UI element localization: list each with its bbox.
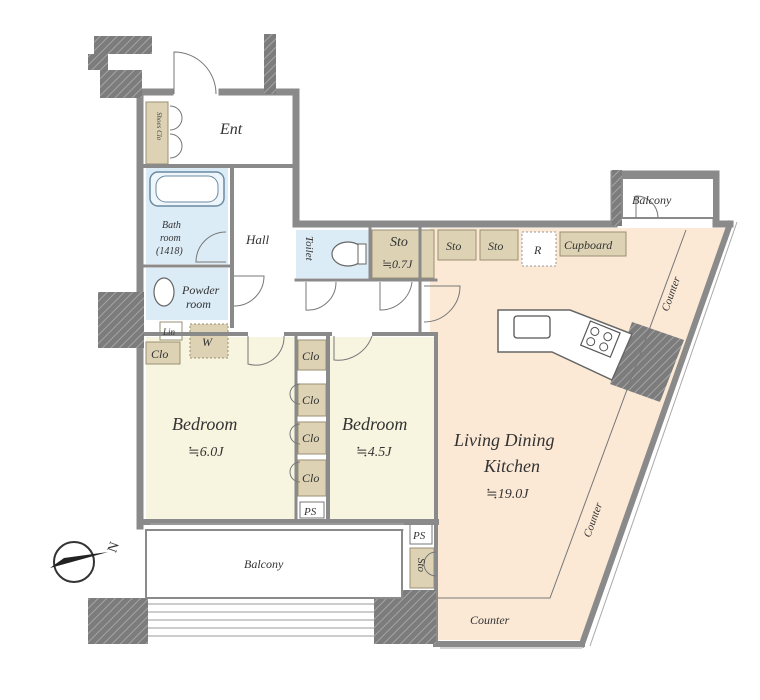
label-sto-lower: Sto: [415, 558, 427, 573]
label-clo-1: Clo: [302, 349, 319, 363]
door-clo-a: [289, 383, 301, 483]
door-small-balc: [635, 195, 659, 219]
cooktop: [579, 320, 621, 358]
label-bath-3: (1418): [156, 246, 183, 257]
column-west: [98, 292, 144, 348]
column-sw: [88, 598, 148, 644]
column-nw2: [88, 54, 108, 70]
label-toilet: Toilet: [303, 236, 315, 262]
door-powder: [233, 275, 265, 307]
label-bath-1: Bath: [162, 220, 181, 231]
label-bath-2: room: [160, 233, 181, 244]
columns: [88, 34, 684, 644]
doors: [169, 51, 659, 577]
ps-1-box: [299, 501, 325, 519]
clo-3-box: [297, 421, 327, 455]
door-entrance: [173, 51, 217, 95]
door-bath: [195, 231, 227, 263]
balcony-outline: [145, 529, 403, 599]
label-counter-bottom: Counter: [470, 613, 510, 627]
door-bed2: [333, 335, 373, 361]
label-washer: W: [202, 335, 213, 349]
compass: N: [50, 540, 123, 583]
label-bedroom2: Bedroom: [342, 414, 407, 434]
label-sto-a: Sto: [446, 239, 461, 253]
column-balc-small: [612, 170, 622, 226]
label-sto-b: Sto: [488, 239, 503, 253]
label-bedroom1: Bedroom: [172, 414, 237, 434]
label-hall: Hall: [245, 232, 270, 247]
label-entrance: Ent: [219, 121, 243, 138]
label-cupboard: Cupboard: [564, 238, 613, 252]
bedroom1-floor: [146, 337, 296, 519]
clo-1-box: [297, 339, 327, 371]
label-clo-2: Clo: [302, 393, 319, 407]
label-ps-2: PS: [412, 530, 426, 542]
washer-box: [189, 323, 229, 359]
label-fridge: R: [533, 243, 542, 257]
balcony-small-outline: [621, 177, 715, 219]
door-sto: [379, 281, 413, 311]
label-ldk-1: Living Dining: [453, 430, 555, 450]
powder-basin: [153, 277, 175, 307]
label-powder-1: Powder: [181, 283, 220, 297]
outer-wall-east: [578, 220, 734, 648]
label-linen: Lin: [162, 327, 176, 337]
label-ldk-2: Kitchen: [483, 456, 540, 476]
label-bedroom2-size: ≒4.5J: [356, 445, 392, 460]
door-toilet: [305, 281, 337, 311]
label-clo-small: Clo: [151, 347, 168, 361]
sto-b-box: [479, 229, 519, 261]
door-shoe: [169, 105, 183, 159]
fixtures: [149, 171, 687, 599]
fridge-box: [521, 231, 557, 267]
label-bedroom1-size: ≒6.0J: [188, 445, 224, 460]
storage-fills: [145, 101, 627, 589]
door-ldk: [423, 285, 461, 323]
label-balcony-main: Balcony: [244, 557, 284, 571]
clo-small-box: [145, 341, 181, 365]
counter-line: [438, 229, 687, 599]
label-sto-main: Sto: [390, 235, 408, 250]
label-ldk-size: ≒19.0J: [486, 487, 529, 502]
entrance-floor: [170, 96, 290, 166]
labels: Ent Shoes Clo Hall Bath room (1418) Powd…: [151, 112, 683, 627]
sto-a-box: [437, 229, 477, 261]
compass-north-label: N: [105, 540, 123, 555]
sto-main-box: [371, 229, 435, 279]
balcony: [145, 177, 715, 637]
label-shoe-closet: Shoes Clo: [155, 112, 163, 141]
label-clo-4: Clo: [302, 471, 319, 485]
bedroom2-floor: [330, 337, 434, 519]
label-sto-main-size: ≒0.7J: [382, 257, 413, 271]
kitchen-sink: [513, 315, 551, 339]
label-balcony-small: Balcony: [632, 193, 672, 207]
label-clo-3: Clo: [302, 431, 319, 445]
cupboard-box: [559, 231, 627, 257]
door-bed1: [247, 335, 285, 366]
label-ps-1: PS: [303, 506, 317, 518]
column-nw: [94, 36, 152, 54]
column-ent-l: [100, 70, 142, 98]
column-ent-r: [264, 34, 276, 94]
door-sto-lower: [423, 551, 437, 577]
label-powder-2: room: [186, 297, 211, 311]
